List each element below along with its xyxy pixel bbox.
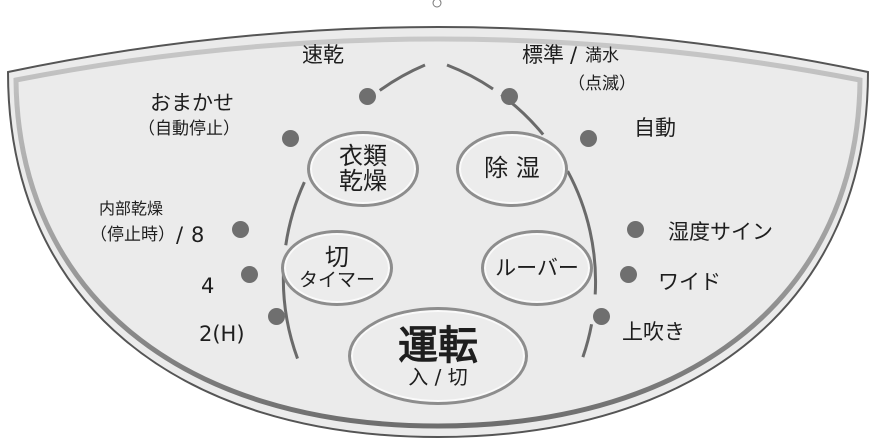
operation-button[interactable]: 運転 入 / 切 — [348, 307, 528, 405]
left-indicator-arc — [281, 63, 426, 366]
inner-dry-note-label: （停止時） — [90, 225, 175, 245]
hour-2h-label: 2(H) — [199, 322, 245, 346]
hanging-notch — [432, 0, 442, 8]
off-timer-button[interactable]: 切 タイマー — [281, 230, 393, 306]
humidity-sign-label: 湿度サイン — [668, 220, 773, 244]
omakase-label: おまかせ — [150, 91, 234, 115]
blinking-label: （点滅） — [568, 74, 636, 94]
indicator-wide — [620, 266, 637, 283]
indicator-2h — [268, 308, 285, 325]
louver-button[interactable]: ルーバー — [481, 230, 593, 306]
operation-line2: 入 / 切 — [408, 364, 468, 389]
indicator-upward — [593, 308, 610, 325]
dehumidify-label: 除 湿 — [484, 154, 540, 183]
off-timer-line1: 切 — [325, 243, 349, 272]
operation-line1: 運転 — [398, 322, 478, 369]
full-water-label: 満水 — [585, 46, 619, 66]
off-timer-line2: タイマー — [298, 268, 375, 291]
inner-dry-label: 内部乾燥 — [99, 199, 164, 218]
indicator-humidity-sign — [627, 221, 644, 238]
standard-label: 標準 — [522, 43, 564, 67]
quick-dry-label: 速乾 — [302, 43, 344, 67]
clothes-dry-button[interactable]: 衣類 乾燥 — [307, 131, 419, 207]
clothes-dry-line1: 衣類 — [339, 141, 387, 170]
wide-label: ワイド — [658, 270, 721, 294]
omakase-note-label: （自動停止） — [138, 119, 240, 139]
indicator-omakase — [282, 130, 299, 147]
indicator-standard — [501, 88, 518, 105]
standard-slash: / — [570, 43, 578, 67]
indicator-8h — [232, 221, 249, 238]
upward-label: 上吹き — [622, 320, 685, 344]
hour-4-label: 4 — [201, 274, 215, 298]
auto-label: 自動 — [634, 116, 676, 140]
indicator-quick-dry — [359, 88, 376, 105]
dehumidify-button[interactable]: 除 湿 — [456, 131, 568, 207]
slash-8-separator: / — [176, 223, 184, 247]
indicator-auto — [580, 130, 597, 147]
right-indicator-arc — [446, 63, 598, 366]
clothes-dry-line2: 乾燥 — [339, 167, 387, 195]
hour-8-label: 8 — [191, 223, 205, 247]
indicator-4h — [241, 266, 258, 283]
louver-label: ルーバー — [495, 255, 579, 280]
